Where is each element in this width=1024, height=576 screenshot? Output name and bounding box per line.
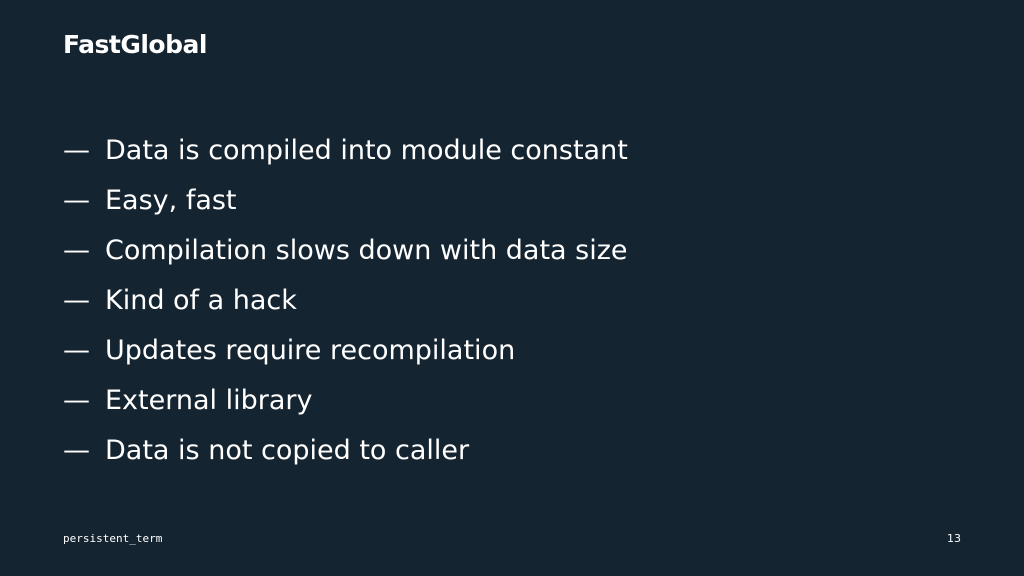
bullet-text: Data is not copied to caller bbox=[105, 434, 470, 466]
bullet-dash: — bbox=[63, 134, 90, 166]
page-number: 13 bbox=[947, 532, 961, 545]
bullet-text: External library bbox=[105, 384, 313, 416]
bullet-dash: — bbox=[63, 184, 90, 216]
bullet-dash: — bbox=[63, 384, 90, 416]
list-item: — Kind of a hack bbox=[63, 275, 628, 325]
slide-title: FastGlobal bbox=[63, 30, 207, 59]
list-item: — External library bbox=[63, 375, 628, 425]
bullet-text: Kind of a hack bbox=[105, 284, 297, 316]
bullet-text: Easy, fast bbox=[105, 184, 237, 216]
list-item: — Data is not copied to caller bbox=[63, 425, 628, 475]
bullet-dash: — bbox=[63, 334, 90, 366]
bullet-list: — Data is compiled into module constant … bbox=[63, 125, 628, 475]
bullet-dash: — bbox=[63, 434, 90, 466]
list-item: — Compilation slows down with data size bbox=[63, 225, 628, 275]
bullet-text: Data is compiled into module constant bbox=[105, 134, 628, 166]
bullet-text: Updates require recompilation bbox=[105, 334, 516, 366]
list-item: — Easy, fast bbox=[63, 175, 628, 225]
footer-label: persistent_term bbox=[63, 532, 163, 545]
list-item: — Data is compiled into module constant bbox=[63, 125, 628, 175]
bullet-text: Compilation slows down with data size bbox=[105, 234, 628, 266]
list-item: — Updates require recompilation bbox=[63, 325, 628, 375]
bullet-dash: — bbox=[63, 234, 90, 266]
bullet-dash: — bbox=[63, 284, 90, 316]
